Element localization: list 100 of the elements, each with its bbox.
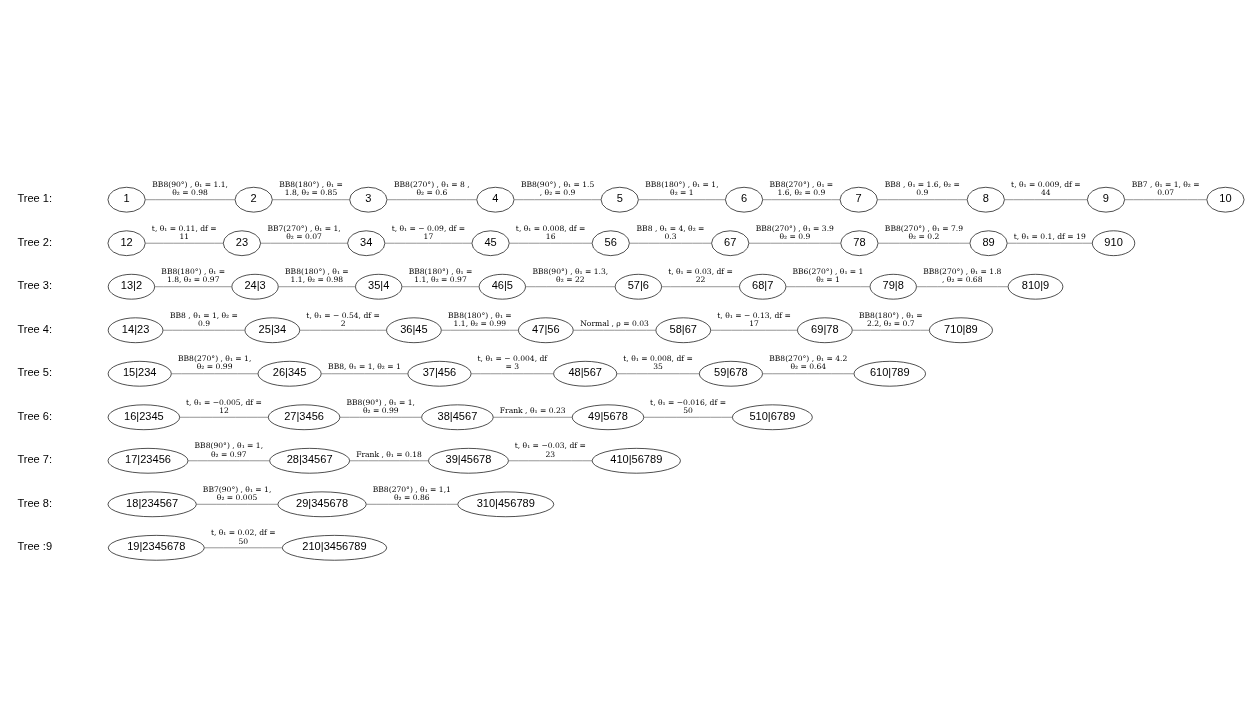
node-ellipse: 59|678 xyxy=(699,360,763,387)
node-ellipse: 7 xyxy=(839,186,878,213)
connector xyxy=(260,242,348,244)
connector xyxy=(710,329,798,331)
connector xyxy=(470,373,554,375)
node-ellipse: 34 xyxy=(347,230,386,256)
node-ellipse: 78 xyxy=(840,230,879,256)
connector xyxy=(509,242,593,244)
label: Tree 7: xyxy=(17,453,53,466)
node-ellipse: 17|23456 xyxy=(107,448,189,474)
node-ellipse: 1 xyxy=(107,186,146,213)
connector xyxy=(508,460,593,462)
node-ellipse: 19|2345678 xyxy=(107,535,205,561)
connector xyxy=(572,329,657,331)
connector xyxy=(852,329,930,331)
node-ellipse: 68|7 xyxy=(739,273,787,300)
connector xyxy=(629,242,712,244)
label: Tree 4: xyxy=(17,322,53,335)
node-ellipse: 47|56 xyxy=(518,317,574,344)
connector xyxy=(1006,242,1093,244)
node-ellipse: 58|67 xyxy=(655,317,711,344)
node-ellipse: 49|5678 xyxy=(571,404,645,431)
connector xyxy=(170,373,259,375)
connector xyxy=(877,242,971,244)
label: Tree 1: xyxy=(17,192,53,205)
node-ellipse: 24|3 xyxy=(231,273,279,300)
label: Tree 3: xyxy=(17,279,53,292)
node-ellipse: 8 xyxy=(966,186,1005,213)
connector xyxy=(162,329,246,331)
node-ellipse: 15|234 xyxy=(107,360,172,387)
connector xyxy=(154,286,233,288)
node-ellipse: 29|345678 xyxy=(277,491,367,518)
node-ellipse: 510|6789 xyxy=(732,404,813,431)
connector xyxy=(204,547,283,549)
node-ellipse: 810|9 xyxy=(1007,273,1064,300)
node-ellipse: 16|2345 xyxy=(107,404,180,431)
node-ellipse: 4 xyxy=(476,186,515,213)
connector xyxy=(384,242,473,244)
node-ellipse: 3 xyxy=(349,186,388,213)
node-ellipse: 710|89 xyxy=(929,317,993,344)
connector xyxy=(877,199,968,201)
node-ellipse: 23 xyxy=(222,230,261,256)
connector xyxy=(299,329,387,331)
node-ellipse: 210|3456789 xyxy=(281,535,388,561)
connector xyxy=(145,199,236,201)
connector xyxy=(661,286,740,288)
connector xyxy=(401,286,480,288)
node-ellipse: 27|3456 xyxy=(267,404,341,431)
node-ellipse: 6 xyxy=(725,186,764,213)
node-ellipse: 36|45 xyxy=(386,317,442,344)
node-ellipse: 9 xyxy=(1086,186,1125,213)
node-ellipse: 12 xyxy=(107,230,146,256)
node-ellipse: 46|5 xyxy=(478,273,526,300)
node-ellipse: 69|78 xyxy=(797,317,853,344)
node-ellipse: 310|456789 xyxy=(457,491,555,518)
label: Tree 2: xyxy=(17,235,53,248)
node-ellipse: 13|2 xyxy=(107,273,155,300)
node-ellipse: 37|456 xyxy=(407,360,472,387)
connector xyxy=(525,286,616,288)
node-ellipse: 26|345 xyxy=(257,360,322,387)
connector xyxy=(349,460,429,462)
connector xyxy=(638,199,726,201)
node-ellipse: 48|567 xyxy=(553,360,618,387)
node-ellipse: 45 xyxy=(471,230,510,256)
node-ellipse: 38|4567 xyxy=(421,404,494,431)
connector xyxy=(1004,199,1088,201)
node-ellipse: 10 xyxy=(1206,186,1245,213)
node-ellipse: 56 xyxy=(591,230,630,256)
node-ellipse: 67 xyxy=(711,230,750,256)
label: Tree 5: xyxy=(17,366,53,379)
connector xyxy=(187,460,270,462)
connector xyxy=(513,199,602,201)
node-ellipse: 28|34567 xyxy=(269,448,350,474)
label: Tree :9 xyxy=(17,540,53,553)
node-ellipse: 410|56789 xyxy=(591,448,681,474)
connector xyxy=(1124,199,1208,201)
connector xyxy=(365,503,458,505)
node-ellipse: 5 xyxy=(600,186,639,213)
connector xyxy=(762,373,855,375)
connector xyxy=(196,503,279,505)
connector xyxy=(386,199,477,201)
node-ellipse: 35|4 xyxy=(355,273,403,300)
connector xyxy=(616,373,700,375)
node-ellipse: 910 xyxy=(1092,230,1136,256)
connector xyxy=(339,416,422,418)
node-ellipse: 2 xyxy=(234,186,273,213)
connector xyxy=(748,242,841,244)
node-ellipse: 57|6 xyxy=(614,273,662,300)
label: Tree 6: xyxy=(17,409,53,422)
node-ellipse: 79|8 xyxy=(869,273,917,300)
node-ellipse: 610|789 xyxy=(853,360,926,387)
node-ellipse: 25|34 xyxy=(244,317,301,344)
node-ellipse: 18|234567 xyxy=(107,491,197,518)
connector xyxy=(643,416,733,418)
connector xyxy=(320,373,409,375)
node-ellipse: 39|45678 xyxy=(428,448,509,474)
connector xyxy=(492,416,573,418)
connector xyxy=(441,329,519,331)
connector xyxy=(145,242,224,244)
connector xyxy=(916,286,1009,288)
